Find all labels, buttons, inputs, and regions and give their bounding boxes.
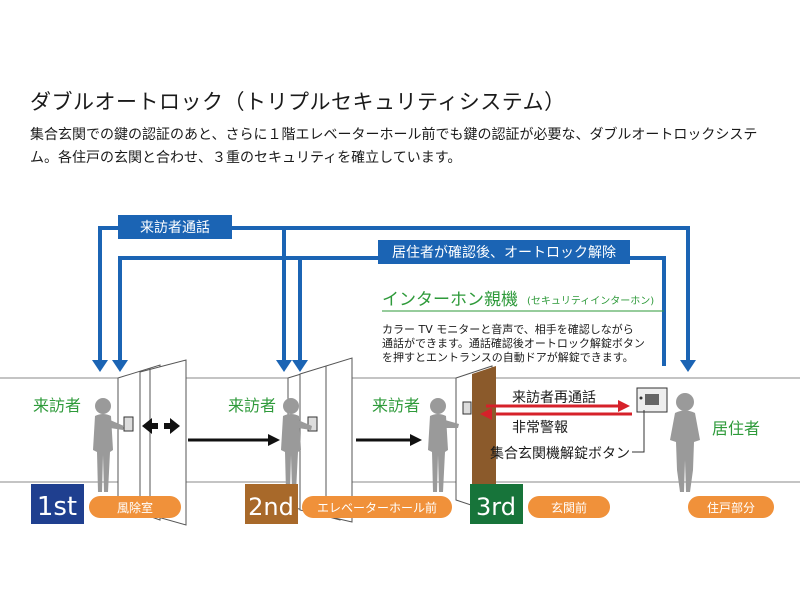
stage-2-label: エレベーターホール前 (317, 500, 437, 515)
intercom-unit-icon (636, 387, 668, 413)
stage-2-badge (245, 484, 298, 524)
intercom-desc-2: 通話ができます。通話確認後オートロック解錠ボタン (382, 336, 645, 350)
move-arrow-1 (188, 434, 280, 446)
emergency-label: 非常警報 (512, 420, 568, 436)
intercom-subtitle: (セキュリティインターホン) (527, 295, 654, 307)
recall-label: 来訪者再通話 (512, 389, 596, 406)
stage-3-pill (528, 496, 610, 518)
stage-1-pill (89, 496, 181, 518)
panel-1-icon (123, 416, 134, 432)
visitor-call-arrow-3 (680, 360, 696, 372)
stage-4-pill (688, 496, 774, 518)
visitor-call-label: 来訪者通話 (140, 219, 210, 236)
recall-red-arrow (486, 400, 630, 412)
visitor-label-2: 来訪者 (228, 396, 276, 415)
visitor-figure-2 (281, 398, 312, 492)
stage-3-badge-text: 3rd (476, 493, 516, 521)
visitor-call-arrow-1 (92, 360, 108, 372)
visitor-label-1: 来訪者 (33, 396, 81, 415)
visitor-figure-1 (93, 398, 124, 492)
move-arrow-2 (356, 434, 422, 446)
unlock-button-leader (632, 410, 645, 453)
visitor-call-label-box (118, 215, 232, 239)
resident-label: 居住者 (712, 419, 760, 438)
visitor-call-route (98, 226, 690, 366)
visitor-figure-3 (428, 398, 459, 492)
vestibule-door (117, 359, 187, 526)
intercom-title: インターホン親機 (382, 290, 518, 310)
auto-unlock-arrow-2 (292, 360, 308, 372)
unlock-button-label: 集合玄関機解錠ボタン (490, 445, 630, 462)
elevator-hall-door (287, 357, 353, 523)
stage-3-badge (470, 484, 523, 524)
page-description: 集合玄関での鍵の認証のあと、さらに１階エレベーターホール前でも鍵の認証が必要な、… (30, 127, 758, 166)
emergency-red-arrow (480, 408, 632, 420)
auto-unlock-arrow-1 (112, 360, 128, 372)
slide-left-arrow-icon (142, 418, 158, 434)
stage-1-badge (31, 484, 84, 524)
stage-4-label: 住戸部分 (707, 500, 755, 515)
visitor-call-arrow-2 (276, 360, 292, 372)
stage-1-label: 風除室 (117, 500, 153, 515)
stage-1-badge-text: 1st (37, 492, 77, 522)
stage-2-badge-text: 2nd (248, 493, 294, 521)
slide-right-arrow-icon (164, 418, 180, 434)
stage-2-pill (302, 496, 452, 518)
intercom-desc-1: カラー TV モニターと音声で、相手を確認しながら (382, 322, 634, 336)
visitor-label-3: 来訪者 (372, 396, 420, 415)
auto-unlock-label-box (378, 240, 630, 264)
intercom-desc-3: を押すとエントランスの自動ドアが解錠できます。 (382, 350, 634, 364)
entrance-door (455, 365, 496, 513)
resident-figure (670, 393, 700, 492)
stage-3-label: 玄関前 (551, 500, 587, 515)
panel-2-icon (307, 416, 318, 432)
auto-unlock-label: 居住者が確認後、オートロック解除 (392, 245, 616, 261)
page-title: ダブルオートロック（トリプルセキュリティシステム） (30, 90, 566, 114)
